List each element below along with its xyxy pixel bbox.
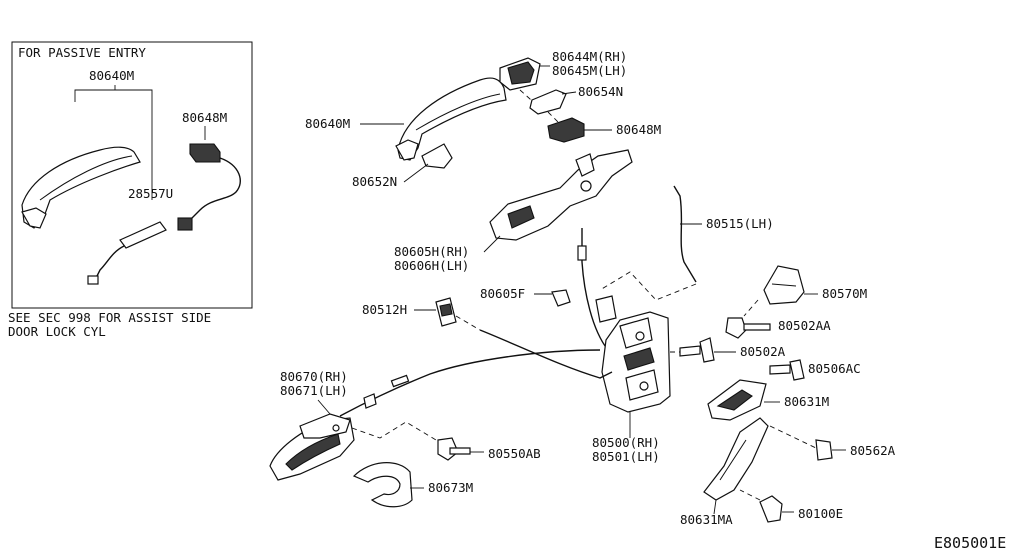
bracket-slot xyxy=(507,205,535,229)
passive-entry-inset: FOR PASSIVE ENTRY 80640M 28557U 80648M xyxy=(11,41,253,309)
dash-clip-e xyxy=(739,489,761,501)
label-inner-escutcheon: 80673M xyxy=(428,480,473,495)
bolt-aa-head xyxy=(725,317,747,339)
inset-label-connector: 80648M xyxy=(182,110,227,125)
lock-rod-lever xyxy=(595,295,617,323)
lock-actuator xyxy=(623,347,655,371)
inset-label-sensor: 28557U xyxy=(128,186,173,201)
inset-sensor-wire xyxy=(95,245,125,279)
screw-a-head xyxy=(815,439,833,461)
diagram-code: E805001E xyxy=(934,534,1006,552)
label-grommet: 80652N xyxy=(352,174,397,189)
dash-cable-end xyxy=(455,315,481,331)
inset-sensor-plug xyxy=(87,275,99,285)
inset-leader-handle xyxy=(74,89,153,200)
label-clip-e: 80100E xyxy=(798,506,843,521)
cable-end-holder-inner xyxy=(439,303,453,317)
lock-rod xyxy=(673,185,697,283)
label-screw-a: 80562A xyxy=(850,443,896,458)
label-inner-handle-rh: 80670(RH) xyxy=(280,369,348,384)
inner-handle-grip xyxy=(285,433,341,471)
label-connector: 80648M xyxy=(616,122,661,137)
label-escutcheon-rh: 80644M(RH) xyxy=(552,49,627,64)
label-bolt-ac: 80506AC xyxy=(808,361,861,376)
bolt-a-head xyxy=(699,337,715,363)
lower-cover-edge xyxy=(719,439,747,481)
bracket-ear xyxy=(575,153,595,177)
note-line-1: SEE SEC 998 FOR ASSIST SIDE xyxy=(8,310,211,325)
handle-grommet xyxy=(421,143,453,169)
dash-rod-lock xyxy=(599,271,697,301)
label-bracket-rh: 80605H(RH) xyxy=(394,244,469,259)
label-gasket: 80654N xyxy=(578,84,623,99)
label-bolt-a: 80502A xyxy=(740,344,786,359)
clip-e xyxy=(759,495,783,523)
lower-cover xyxy=(703,417,769,501)
inset-outer-handle xyxy=(21,146,141,229)
gasket xyxy=(529,89,567,115)
dash-gasket-connector xyxy=(547,111,561,125)
inset-handle-grip-line xyxy=(39,155,133,201)
label-inner-handle-lh: 80671(LH) xyxy=(280,383,348,398)
rod-clip xyxy=(551,289,571,307)
lock-rivet-upper xyxy=(635,331,645,341)
leader-gasket xyxy=(561,91,577,95)
inner-cable-upper xyxy=(479,329,613,379)
inner-cable-main xyxy=(339,349,601,417)
label-lock-lh: 80501(LH) xyxy=(592,449,660,464)
inner-handle-pivot xyxy=(332,424,340,432)
inset-frame xyxy=(11,41,253,309)
label-bolt-ab: 80550AB xyxy=(488,446,541,461)
cable-sleeve xyxy=(390,374,410,388)
leader-cover-ma xyxy=(713,499,717,515)
escutcheon-cap-inner xyxy=(507,61,535,85)
dash-inner-handle-bolt xyxy=(351,421,437,441)
cable-ferrule xyxy=(577,245,587,261)
label-cable-end: 80512H xyxy=(362,302,407,317)
outer-handle-grip xyxy=(415,93,501,131)
outside-cable xyxy=(581,228,609,351)
outer-handle-group: 80640M 80652N 80644M(RH) 80645M(LH) 8065… xyxy=(305,49,661,189)
dash-screw-a xyxy=(769,425,817,449)
inset-connector-body xyxy=(189,143,221,163)
dash-striker-bolt xyxy=(743,299,759,317)
inset-title: FOR PASSIVE ENTRY xyxy=(18,45,146,60)
handle-bracket-group: 80605H(RH) 80606H(LH) xyxy=(394,149,633,273)
lock-cover-dark xyxy=(716,389,753,411)
label-rod: 80515(LH) xyxy=(706,216,774,231)
label-striker: 80570M xyxy=(822,286,867,301)
cable-stop xyxy=(363,393,377,409)
label-bolt-aa: 80502AA xyxy=(778,318,831,333)
door-lock-assembly: 80500(RH) 80501(LH) xyxy=(592,295,671,464)
inset-connector-wire xyxy=(187,157,241,223)
leader-inner-handle xyxy=(317,399,331,415)
label-cover: 80631M xyxy=(784,394,829,409)
inset-handle-end xyxy=(21,207,47,229)
label-clip: 80605F xyxy=(480,286,525,301)
handle-connector xyxy=(547,117,585,143)
lock-rivet-lower xyxy=(639,381,649,391)
label-outer-handle: 80640M xyxy=(305,116,350,131)
bolt-ac-shank xyxy=(769,364,791,375)
label-bracket-lh: 80606H(LH) xyxy=(394,258,469,273)
inset-label-handle: 80640M xyxy=(89,68,134,83)
leader-bracket xyxy=(483,235,501,253)
bolt-ab-shank xyxy=(449,447,471,455)
inner-escutcheon xyxy=(352,462,413,508)
inset-sensor-strip xyxy=(119,221,167,249)
label-cover-ma: 80631MA xyxy=(680,512,733,527)
inset-wire-plug xyxy=(177,217,193,231)
lock-upper-plate xyxy=(619,317,653,349)
outer-handle-end xyxy=(395,139,419,161)
bolt-a-shank xyxy=(679,345,701,357)
bolt-ac-head xyxy=(789,359,805,381)
note-line-2: DOOR LOCK CYL xyxy=(8,324,106,339)
bracket-pivot xyxy=(580,180,592,192)
leader-grommet xyxy=(403,163,429,183)
label-lock-rh: 80500(RH) xyxy=(592,435,660,450)
label-escutcheon-lh: 80645M(LH) xyxy=(552,63,627,78)
bolt-aa-shank xyxy=(743,323,771,331)
striker-edge xyxy=(771,283,797,287)
